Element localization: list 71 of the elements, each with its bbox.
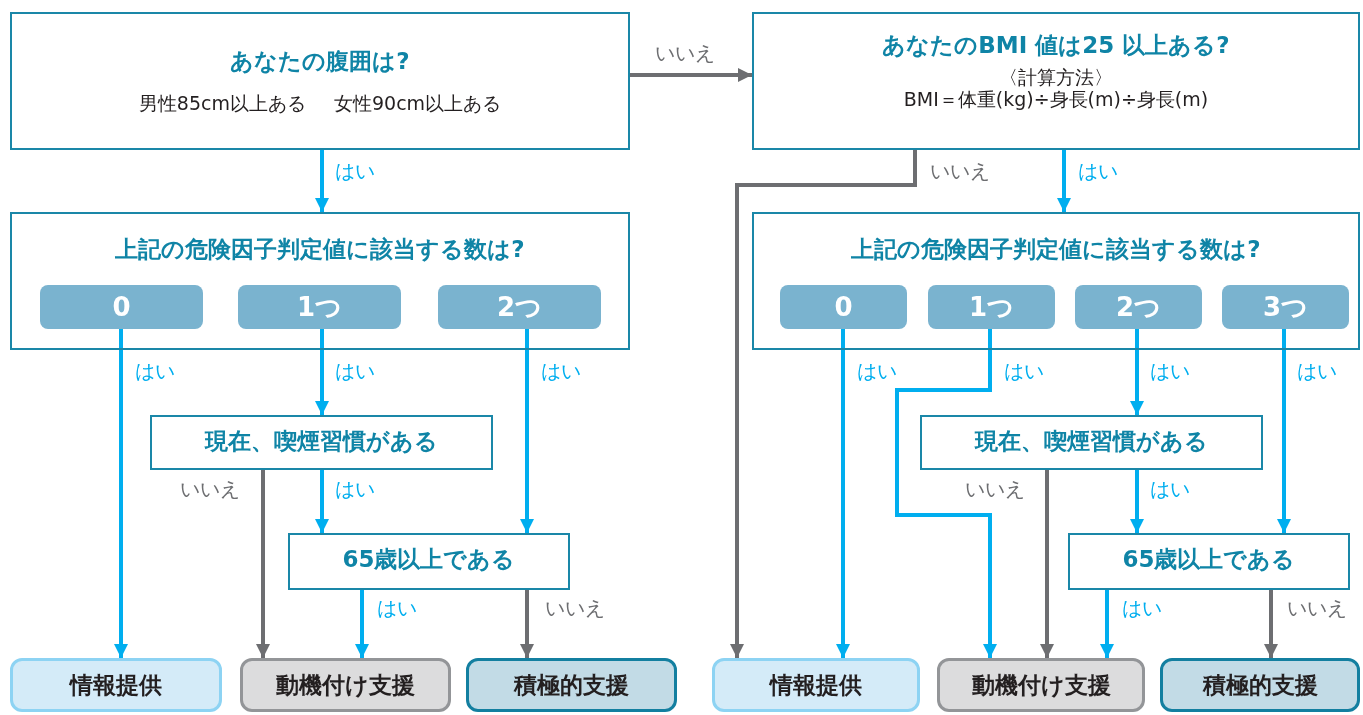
question-text: 65歳以上である [342,546,516,574]
count-label: 1つ [968,290,1015,324]
decision-box [150,415,493,470]
outcome-label: 積極的支援 [514,670,629,700]
edge-label: いいえ [1287,597,1347,619]
question-text: 現在、喫煙習慣がある [975,428,1208,456]
flow-arrow [520,590,534,658]
count-label: 0 [112,292,131,322]
question-text: あなたのBMI 値は25 以上ある? [882,32,1230,60]
count-chip [780,285,907,329]
decision-box [288,533,570,590]
question-text: 65歳以上である [1122,546,1296,574]
outcome-label: 動機付け支援 [971,670,1111,700]
flow-arrow [256,470,270,658]
outcome-label: 動機付け支援 [276,670,415,700]
flow-arrow [1277,329,1291,533]
edge-label: いいえ [655,42,715,64]
edge-label: いいえ [930,160,990,182]
flow-arrow [315,470,329,533]
count-chip [238,285,401,329]
flow-arrow [114,329,128,658]
flow-arrow [1264,590,1278,658]
outcome-box [240,658,451,712]
count-label: 2つ [1115,290,1162,324]
count-label: 0 [834,292,853,322]
question-text: 上記の危険因子判定値に該当する数は? [851,236,1261,264]
flow-arrow [730,150,917,658]
decision-box [1068,533,1350,590]
decision-box [752,212,1360,350]
flow-arrow [895,329,997,658]
question-text: 現在、喫煙習慣がある [205,428,438,456]
count-chip [40,285,203,329]
question-text: 上記の危険因子判定値に該当する数は? [115,236,525,264]
outcome-box [1160,658,1360,712]
formula-text: 〈計算方法〉 [999,65,1113,89]
outcome-label: 情報提供 [770,670,862,700]
count-chip [438,285,601,329]
flow-arrow [1130,470,1144,533]
flow-arrow [1057,150,1071,212]
flow-arrow [355,590,369,658]
formula-text: BMI＝体重(kg)÷身長(m)÷身長(m) [903,88,1209,112]
condition-text: 女性90cm以上ある [334,91,502,115]
decision-box [920,415,1263,470]
flow-arrow [630,68,752,82]
flow-arrow [315,329,329,415]
outcome-box [10,658,222,712]
decision-box [10,12,630,150]
flow-arrow [315,150,329,212]
count-label: 3つ [1262,290,1309,324]
outcome-box [466,658,677,712]
decision-box [10,212,630,350]
outcome-box [937,658,1145,712]
flow-arrow [520,329,534,533]
decision-box [752,12,1360,150]
count-chip [1222,285,1349,329]
outcome-box [712,658,920,712]
count-chip [928,285,1055,329]
condition-text: 男性85cm以上ある [138,91,306,115]
flow-arrow [1040,470,1054,658]
count-label: 2つ [496,290,543,324]
flow-arrow [836,329,850,658]
edge-label: いいえ [180,478,240,500]
edge-label: いいえ [545,597,605,619]
flow-arrow [1130,329,1144,415]
question-text: あなたの腹囲は? [230,48,410,76]
edge-label: いいえ [965,478,1025,500]
flow-arrow [1100,590,1114,658]
outcome-label: 情報提供 [70,670,162,700]
count-chip [1075,285,1202,329]
count-label: 1つ [296,290,343,324]
outcome-label: 積極的支援 [1202,670,1318,700]
